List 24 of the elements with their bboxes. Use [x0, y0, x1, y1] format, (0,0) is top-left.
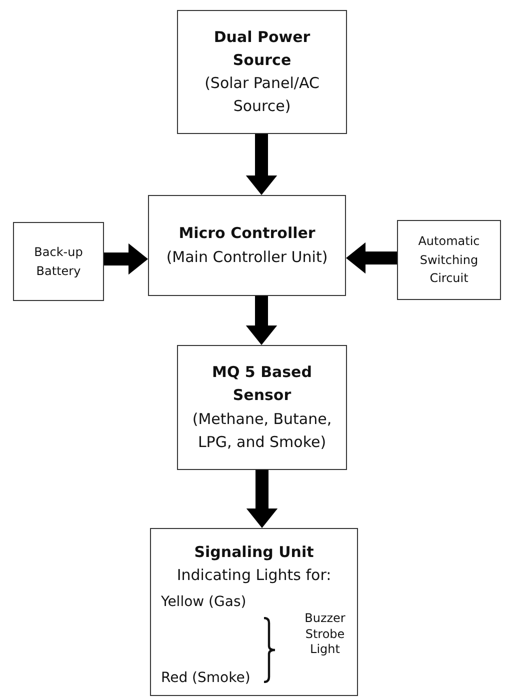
- box-title: MQ 5 Based Sensor: [211, 362, 313, 406]
- light-label: Yellow (Gas): [161, 593, 246, 612]
- block-arrow: [246, 470, 278, 528]
- process-box: [397, 220, 501, 300]
- light-label: Red (Smoke): [161, 669, 250, 688]
- process-box: [177, 10, 347, 134]
- box-title: Signaling Unit: [194, 542, 314, 563]
- box-title: Micro Controller: [178, 223, 316, 244]
- box-text: Back-up Battery: [33, 244, 84, 280]
- box-text: Automatic Switching Circuit: [417, 233, 481, 288]
- block-arrow: [246, 296, 278, 345]
- box-text: (Solar Panel/AC Source): [204, 73, 320, 118]
- block-arrow: [346, 242, 397, 274]
- process-box: [177, 345, 347, 470]
- box-text: (Main Controller Unit): [166, 246, 328, 268]
- block-arrow: [246, 134, 278, 195]
- process-box: [150, 528, 358, 696]
- output-label: Buzzer Strobe Light: [304, 611, 346, 658]
- box-title: Dual Power Source: [212, 26, 312, 71]
- box-text: (Methane, Butane, LPG, and Smoke): [191, 408, 333, 453]
- process-box: [148, 195, 346, 296]
- box-text: Indicating Lights for:: [176, 565, 332, 586]
- process-box: [13, 222, 104, 301]
- block-arrow: [104, 243, 148, 275]
